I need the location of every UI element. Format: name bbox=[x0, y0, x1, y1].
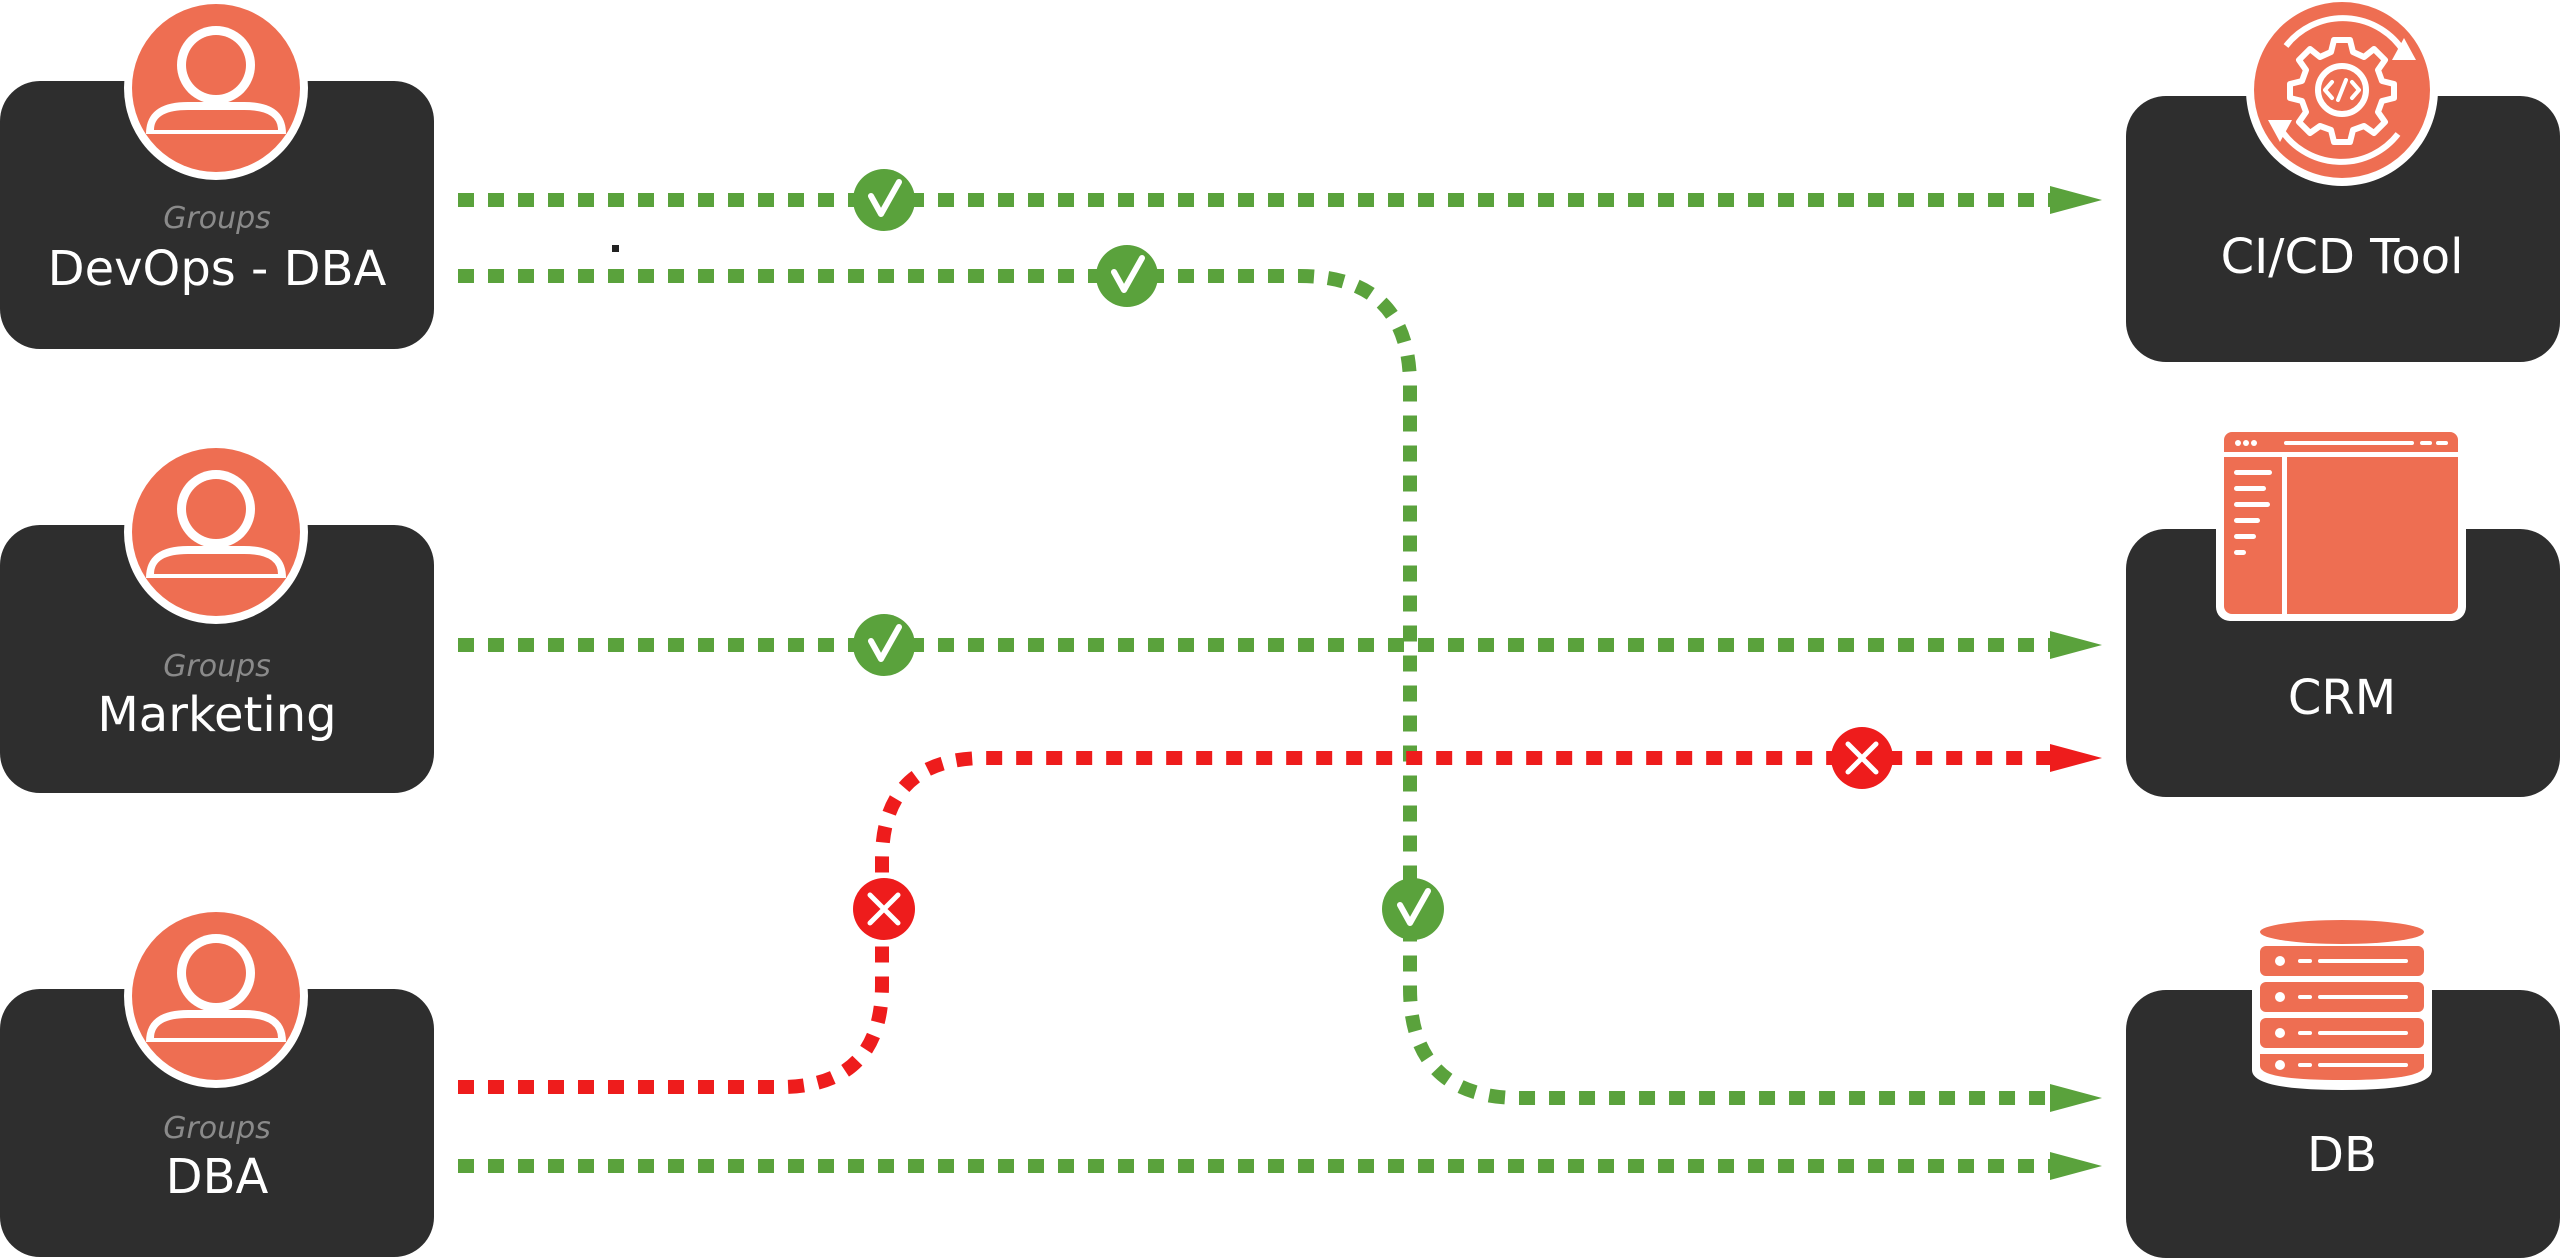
stray-dot bbox=[612, 245, 619, 252]
arrowhead bbox=[2050, 1152, 2102, 1180]
cross-icon bbox=[1831, 727, 1893, 789]
group-caption: Groups bbox=[163, 201, 271, 236]
group-card-dba[interactable]: Groups DBA bbox=[0, 904, 434, 1257]
resource-name: CI/CD Tool bbox=[2221, 229, 2464, 285]
arrowhead bbox=[2050, 186, 2102, 214]
gear-code-icon bbox=[2246, 0, 2438, 186]
group-name: Marketing bbox=[97, 687, 336, 743]
check-icon bbox=[1382, 878, 1444, 940]
group-name: DevOps - DBA bbox=[48, 241, 387, 297]
resource-card-db[interactable]: DB bbox=[2126, 914, 2560, 1258]
cross-icon bbox=[853, 878, 915, 940]
user-icon bbox=[124, 904, 308, 1088]
resource-card-cicd-tool[interactable]: CI/CD Tool bbox=[2126, 0, 2560, 362]
connections bbox=[458, 186, 2102, 1180]
check-icon bbox=[1096, 245, 1158, 307]
check-icon bbox=[853, 169, 915, 231]
group-card-marketing[interactable]: Groups Marketing bbox=[0, 440, 434, 793]
arrowhead bbox=[2050, 1084, 2102, 1112]
status-markers bbox=[853, 169, 1893, 940]
group-caption: Groups bbox=[163, 1111, 271, 1146]
arrowhead bbox=[2050, 744, 2102, 772]
connection-devops-to-db bbox=[458, 269, 2052, 1105]
connection-dba-to-crm bbox=[458, 751, 2052, 1094]
resource-name: DB bbox=[2307, 1127, 2377, 1183]
resource-card-crm[interactable]: CRM bbox=[2126, 425, 2560, 797]
user-icon bbox=[124, 440, 308, 624]
group-caption: Groups bbox=[163, 649, 271, 684]
resource-name: CRM bbox=[2288, 670, 2396, 726]
check-icon bbox=[853, 614, 915, 676]
arrowhead bbox=[2050, 631, 2102, 659]
browser-window-icon bbox=[2216, 425, 2466, 621]
user-icon bbox=[124, 0, 308, 180]
group-name: DBA bbox=[166, 1149, 269, 1205]
group-card-devops-dba[interactable]: Groups DevOps - DBA bbox=[0, 0, 434, 349]
database-icon bbox=[2252, 914, 2432, 1090]
